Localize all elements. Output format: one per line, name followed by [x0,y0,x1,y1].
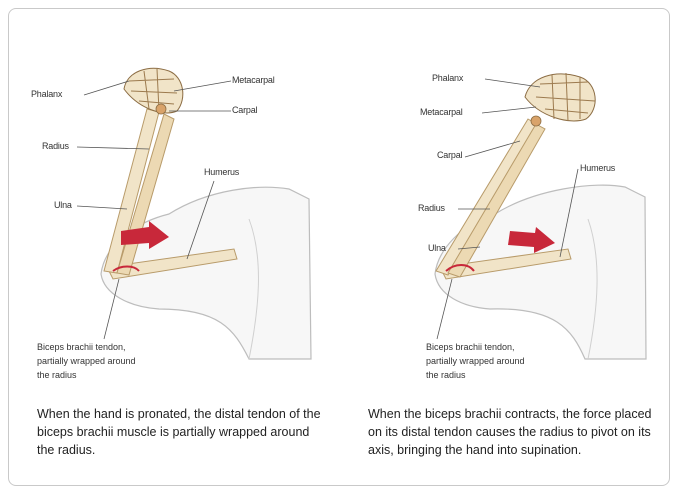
supinated-panel: Phalanx Metacarpal Carpal Humerus Radius… [340,9,671,485]
label-metacarpal: Metacarpal [420,107,463,117]
label-carpal: Carpal [437,150,462,160]
label-metacarpal: Metacarpal [232,75,275,85]
figure-frame: Phalanx Metacarpal Carpal Radius Ulna Hu… [8,8,670,486]
label-humerus: Humerus [204,167,239,177]
label-radius: Radius [42,141,69,151]
label-ulna: Ulna [428,243,446,253]
tendon-note: Biceps brachii tendon, partially wrapped… [426,340,596,382]
label-ulna: Ulna [54,200,72,210]
label-radius: Radius [418,203,445,213]
caption-pronated: When the hand is pronated, the distal te… [37,405,327,459]
label-phalanx: Phalanx [432,73,463,83]
caption-supination: When the biceps brachii contracts, the f… [368,405,664,459]
tendon-note: Biceps brachii tendon, partially wrapped… [37,340,207,382]
label-humerus: Humerus [580,163,615,173]
label-phalanx: Phalanx [31,89,62,99]
pronated-panel: Phalanx Metacarpal Carpal Radius Ulna Hu… [9,9,340,485]
label-carpal: Carpal [232,105,257,115]
